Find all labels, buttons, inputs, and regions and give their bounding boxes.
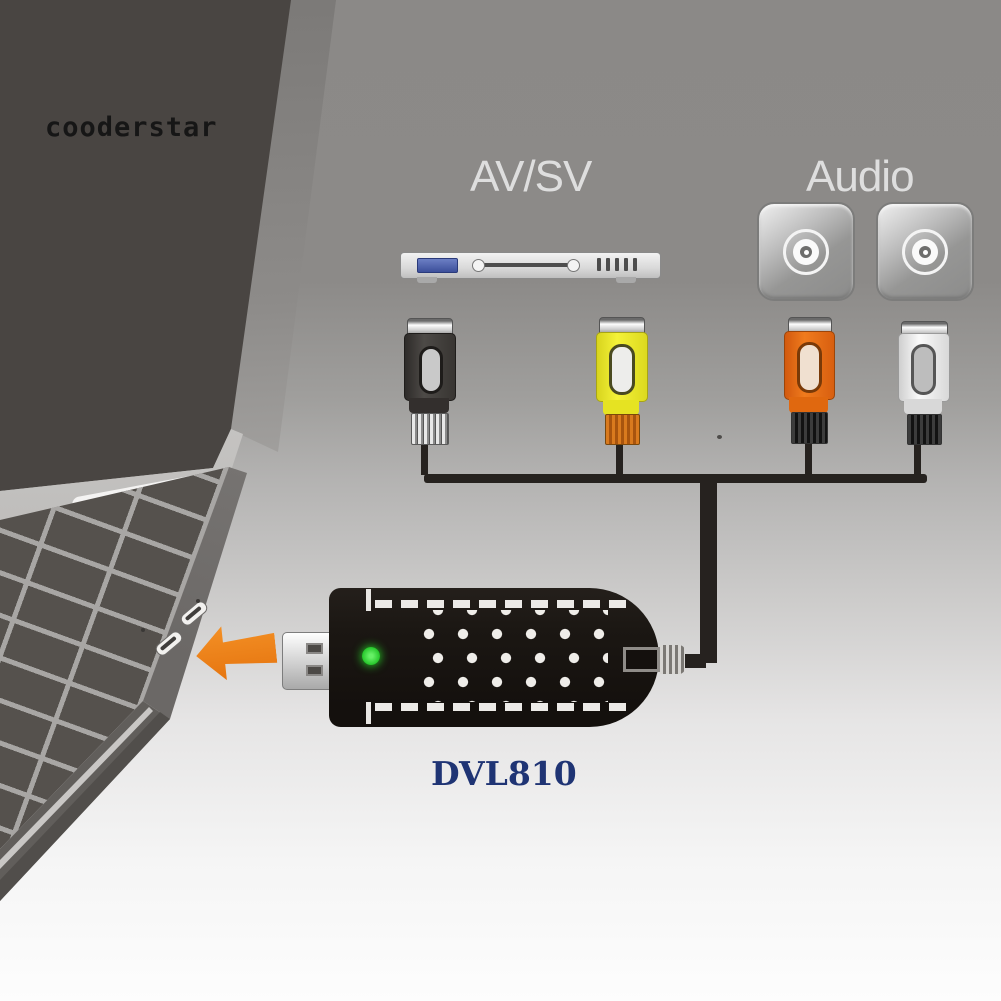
plug-slot — [797, 342, 822, 393]
jack-hole — [919, 246, 931, 258]
jack-socket — [793, 239, 819, 265]
label-audio: Audio — [806, 152, 915, 201]
dvd-player-foot — [417, 277, 437, 283]
plug-ribs — [907, 414, 942, 445]
usb-contact — [306, 665, 323, 676]
audio-white-plug — [897, 320, 950, 450]
s-video-cable — [421, 441, 428, 475]
stick-cable-ribs — [660, 645, 685, 674]
jack-hole — [800, 246, 812, 258]
composite-video-plug — [595, 316, 648, 446]
stick-tick — [366, 702, 371, 724]
dvd-player-display — [417, 258, 458, 273]
jack-ring — [783, 229, 829, 275]
audio-jack-right — [876, 202, 974, 301]
plug-step — [409, 398, 449, 413]
plug-slot — [609, 344, 635, 395]
cable-leg — [681, 654, 706, 668]
status-led — [362, 647, 380, 665]
audio-white-cable — [914, 441, 921, 475]
cable-trunk — [700, 478, 717, 663]
speck — [717, 435, 722, 439]
audio-red-plug — [783, 316, 835, 446]
plug-step — [904, 399, 942, 414]
usb-plug — [282, 632, 332, 690]
model-label: DVL810 — [431, 754, 577, 793]
audio-red-cable — [805, 441, 812, 475]
dvd-player-button — [624, 258, 628, 271]
stick-stripe-bottom — [375, 703, 627, 711]
usb-capture-stick — [329, 588, 685, 727]
dvd-player-button — [615, 258, 619, 271]
dvd-player-tray-slot — [478, 263, 576, 267]
composite-cable — [616, 441, 623, 475]
dvd-player-knob — [472, 259, 485, 272]
stick-tick — [366, 589, 371, 611]
stick-stripe-top — [375, 600, 627, 608]
plug-step — [603, 400, 639, 415]
audio-jack-left — [757, 202, 855, 301]
plug-ribs — [791, 412, 828, 444]
dvd-player-knob — [567, 259, 580, 272]
plug-slot — [419, 346, 443, 394]
dvd-player — [400, 252, 661, 284]
jack-socket — [912, 239, 938, 265]
dvd-player-button — [633, 258, 637, 271]
dvd-player-foot — [616, 277, 636, 283]
screw-dot — [141, 628, 145, 632]
watermark: cooderstar — [45, 112, 218, 143]
cable-bus — [424, 474, 927, 483]
screw-dot — [196, 599, 200, 603]
usb-contact — [306, 643, 323, 654]
plug-slot — [911, 344, 936, 395]
jack-ring — [902, 229, 948, 275]
dvd-player-button — [606, 258, 610, 271]
plug-ribs — [411, 413, 449, 445]
jack-pin — [922, 249, 928, 255]
plug-ribs — [605, 414, 640, 445]
s-video-plug — [404, 317, 456, 447]
dvd-player-button — [597, 258, 601, 271]
label-av-sv: AV/SV — [470, 152, 592, 201]
plug-step — [789, 397, 828, 413]
stick-av-port — [623, 647, 660, 672]
stick-dot-pattern — [412, 610, 608, 702]
jack-pin — [803, 249, 809, 255]
